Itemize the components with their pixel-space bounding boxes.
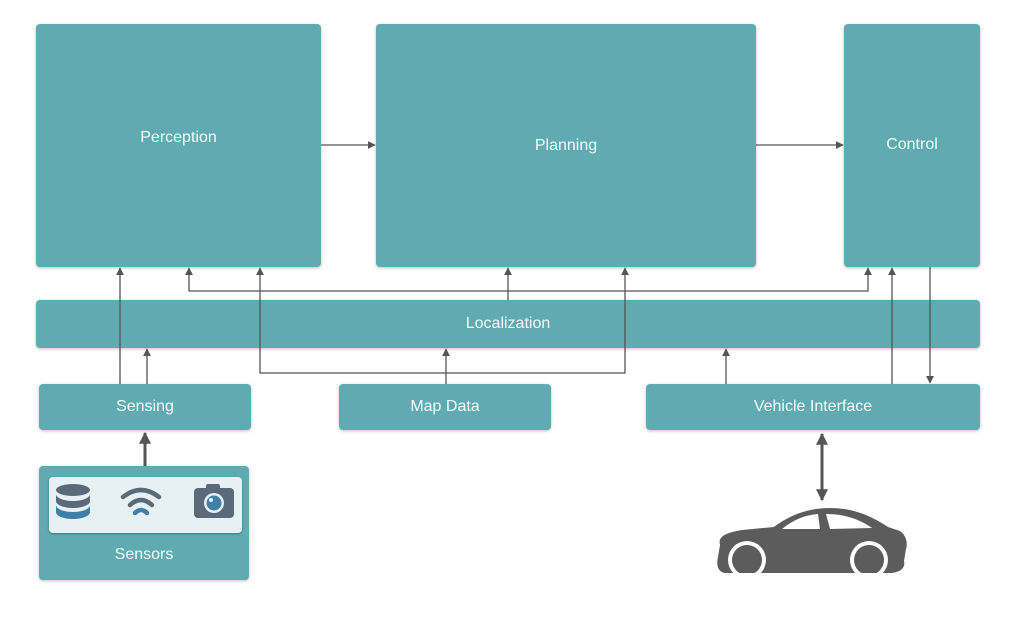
planning-block: Planning	[376, 24, 756, 267]
database-icon	[56, 484, 90, 519]
car-icon	[716, 508, 908, 579]
vehicle-interface-label: Vehicle Interface	[753, 398, 873, 415]
perception-block: Perception	[36, 24, 321, 267]
sensing-block: Sensing	[39, 384, 251, 430]
planning-label: Planning	[534, 136, 598, 154]
sensor-icon-tray	[49, 477, 242, 533]
localization-label: Localization	[465, 315, 551, 332]
sensors-label: Sensors	[114, 546, 174, 563]
sensing-label: Sensing	[116, 398, 174, 415]
map-data-label: Map Data	[410, 398, 480, 415]
arrow-localization-control	[508, 267, 872, 292]
vehicle-interface-block: Vehicle Interface	[646, 384, 980, 430]
map-data-block: Map Data	[339, 384, 551, 430]
localization-block: Localization	[36, 300, 980, 348]
perception-label: Perception	[140, 128, 217, 146]
arrow-localization-perception	[185, 267, 509, 300]
control-block: Control	[844, 24, 980, 267]
camera-icon	[194, 484, 234, 518]
wifi-icon	[120, 487, 162, 516]
control-label: Control	[886, 135, 938, 153]
